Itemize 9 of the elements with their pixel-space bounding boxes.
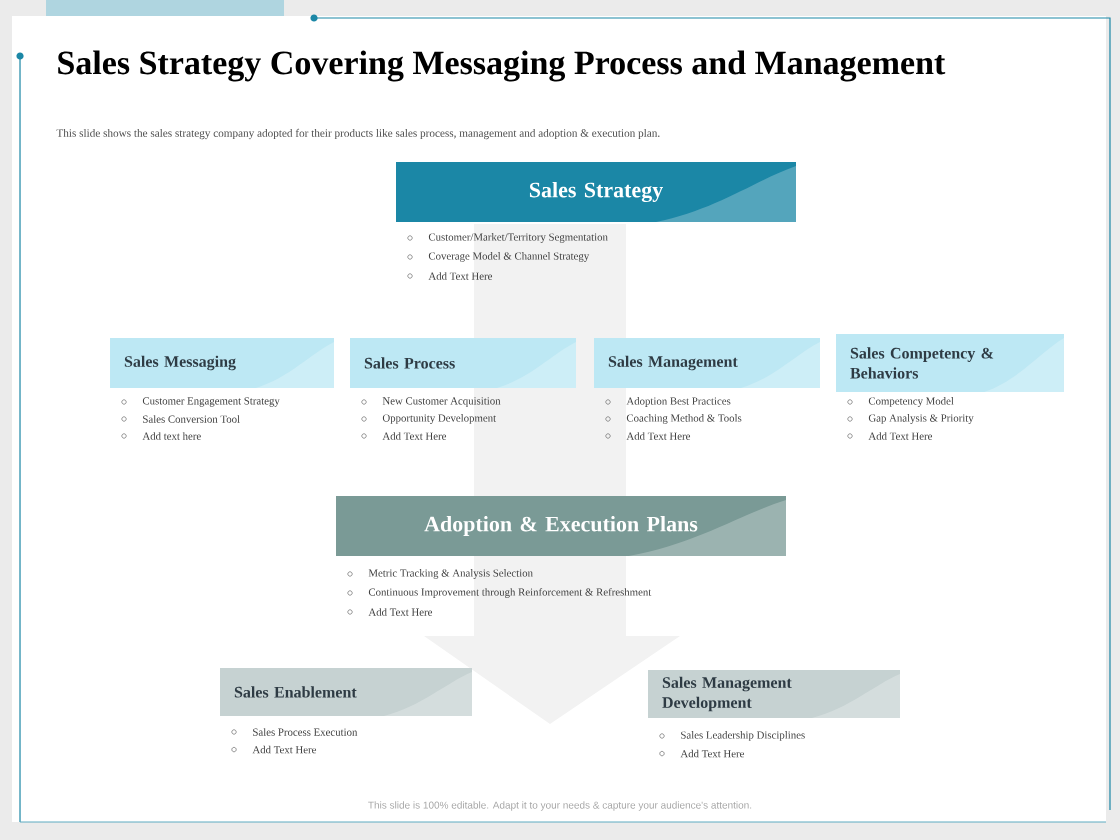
- header-box: Sales Management: [594, 338, 820, 388]
- header-box: Sales Enablement: [220, 668, 472, 716]
- header-box: Adoption & Execution Plans: [336, 496, 786, 556]
- header-box: Sales Messaging: [110, 338, 334, 388]
- title: Sales Strategy Covering Messaging Process and Management: [58, 50, 946, 82]
- header-box: Sales Process: [350, 338, 576, 388]
- header-box: Sales Strategy: [396, 162, 796, 222]
- header-box: Sales Management Development: [648, 670, 900, 718]
- header-box: Sales Competency & Behaviors: [836, 334, 1064, 392]
